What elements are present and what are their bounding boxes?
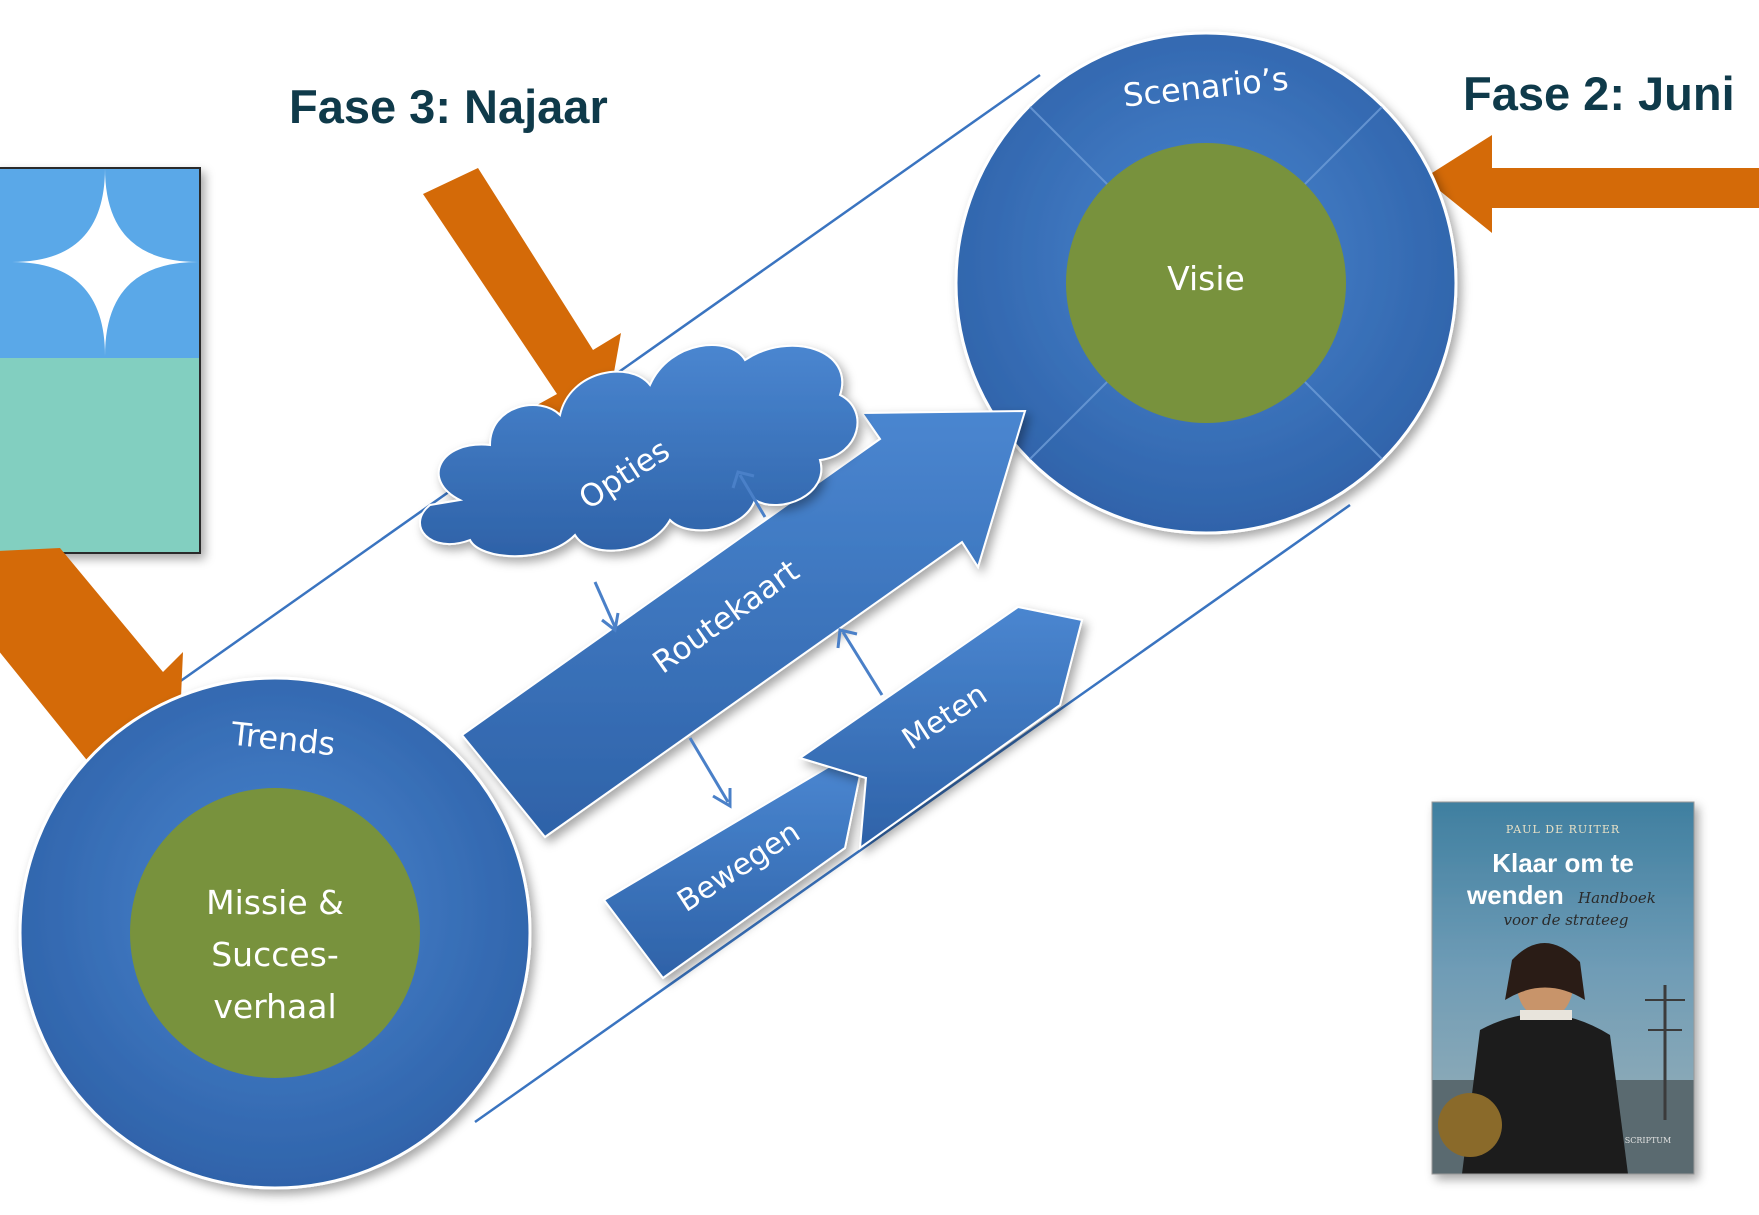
portrait-figure [1438,942,1685,1174]
book-title-1: Klaar om te [1492,848,1634,878]
trends-circle [18,676,532,1190]
book-author: PAUL DE RUITER [1506,823,1620,836]
book-subtitle-1: Handboek [1577,889,1656,907]
book-publisher: SCRIPTUM [1625,1136,1671,1145]
scenario-circle [954,31,1458,535]
missie-line-3: verhaal [213,987,336,1026]
phase3-title: Fase 3: Najaar [289,80,608,133]
connector-arrows [593,470,884,809]
book-subtitle-2: voor de strateeg [1504,911,1629,929]
missie-line-1: Missie & [206,883,344,922]
bewegen-chevron [602,761,862,980]
visie-label: Visie [1167,259,1245,298]
book-title-2: wenden [1466,880,1564,910]
arrow-phase3-orange [423,168,621,434]
missie-core [130,788,420,1078]
book-cover: PAUL DE RUITER Klaar om te wenden Handbo… [1431,801,1695,1175]
opties-cloud [419,344,859,558]
missie-line-2: Succes- [211,935,339,974]
phase2-title: Fase 2: Juni [1463,67,1735,120]
routekaart-arrow [460,409,1027,839]
visie-core [1066,143,1346,423]
sparkle-icon [12,168,198,356]
meten-chevron [797,605,1084,851]
star-tile [0,167,201,554]
arrow-phase2-orange [1424,135,1759,233]
